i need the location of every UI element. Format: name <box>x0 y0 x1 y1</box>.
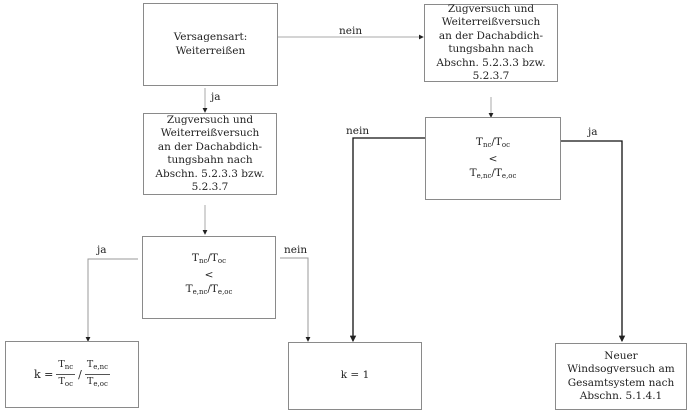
edge-decision-right-nein <box>349 137 425 343</box>
node-result-windsog: Neuer Windsogversuch am Gesamtsystem nac… <box>555 343 687 410</box>
node-test-left-text: Zugversuch und Weiterreißversuch an der … <box>155 113 265 194</box>
decision-right-operator: < <box>488 152 498 165</box>
label-decision-right-nein: nein <box>346 125 370 137</box>
node-result-formula: k = Tnc Toc / Te,nc Te,oc <box>5 341 139 408</box>
decision-left-line2: Te,nc/Te,oc <box>185 283 233 296</box>
label-decision-left-ja: ja <box>97 244 107 256</box>
node-decision-left: Tnc/Toc < Te,nc/Te,oc <box>142 236 276 319</box>
node-start-text: Versagensart: Weiterreißen <box>173 31 248 57</box>
formula-lhs: k = <box>33 367 54 381</box>
fraction-2: Te,nc Te,oc <box>84 359 111 388</box>
label-decision-right-ja: ja <box>588 126 598 138</box>
label-start-ja: ja <box>211 91 221 103</box>
formula-slash: / <box>78 367 82 381</box>
decision-left-line1: Tnc/Toc <box>191 252 227 265</box>
label-start-nein: nein <box>339 25 363 37</box>
decision-right-line2: Te,nc/Te,oc <box>469 166 517 180</box>
edge-decision-left-ja <box>85 258 138 342</box>
k-formula: k = Tnc Toc / Te,nc Te,oc <box>33 359 111 390</box>
node-result-windsog-text: Neuer Windsogversuch am Gesamtsystem nac… <box>567 349 675 403</box>
node-result-one: k = 1 <box>288 342 422 410</box>
node-test-right: Zugversuch und Weiterreißversuch an der … <box>424 2 558 83</box>
fraction-1: Tnc Toc <box>56 359 76 388</box>
decision-right-line1: Tnc/Toc <box>475 135 511 149</box>
node-test-left: Zugversuch und Weiterreißversuch an der … <box>143 113 277 195</box>
decision-left-operator: < <box>204 269 214 281</box>
node-test-right-text: Zugversuch und Weiterreißversuch an der … <box>436 2 546 83</box>
node-decision-right: Tnc/Toc < Te,nc/Te,oc <box>425 117 561 200</box>
edge-decision-left-nein <box>280 257 311 342</box>
node-start: Versagensart: Weiterreißen <box>143 3 278 86</box>
label-decision-left-nein: nein <box>284 244 308 256</box>
node-result-one-text: k = 1 <box>340 369 370 382</box>
edge-decision-right-ja <box>561 140 626 343</box>
